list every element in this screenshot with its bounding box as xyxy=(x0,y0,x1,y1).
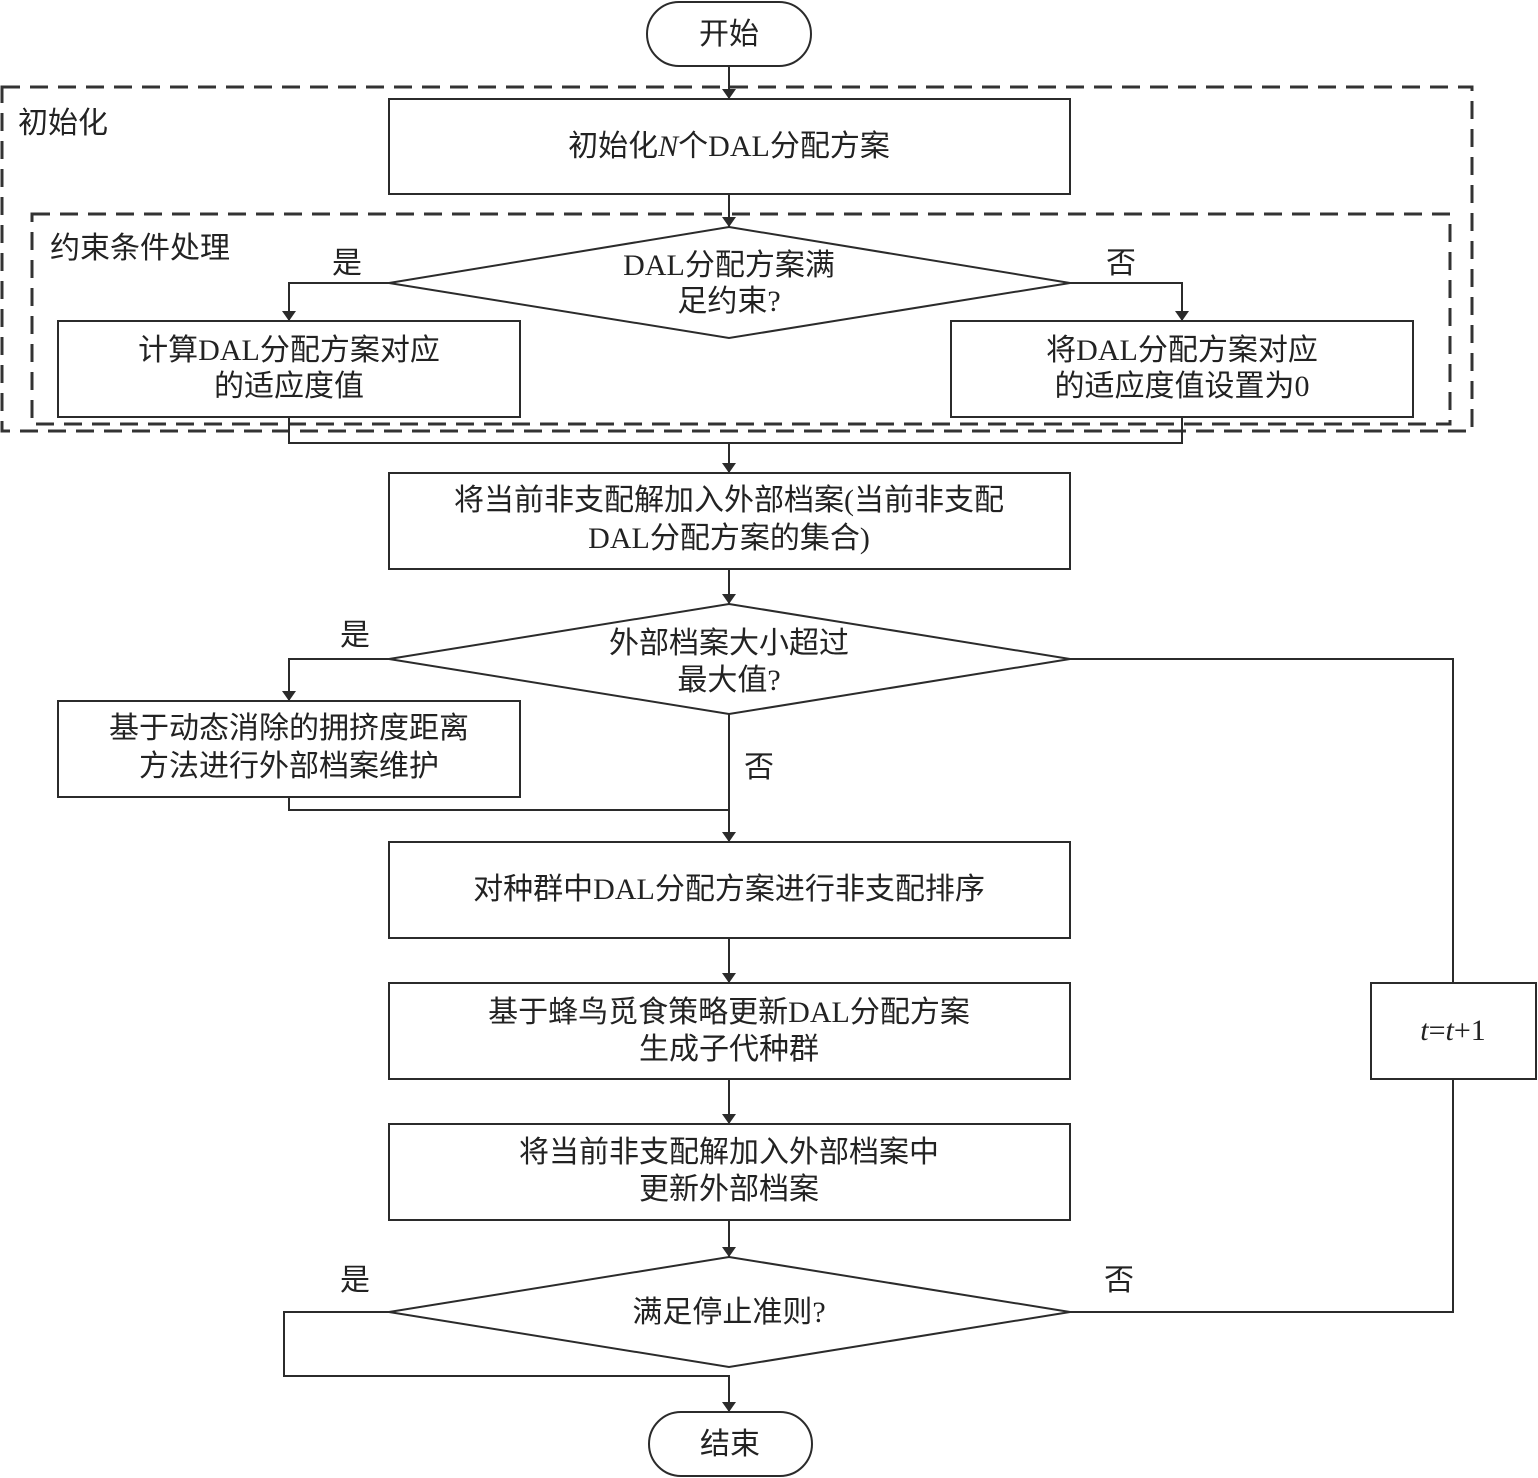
set-zero-line2: 的适应度值设置为0 xyxy=(1055,370,1310,403)
calc-fitness-line2: 的适应度值 xyxy=(214,370,364,403)
edge-size-yes xyxy=(282,658,389,701)
add-update-box xyxy=(388,1123,1071,1221)
add-update-line1: 将当前非支配解加入外部档案中 xyxy=(519,1136,939,1169)
end-terminal xyxy=(648,1411,813,1477)
constraint-decision-line1: DAL分配方案满 xyxy=(623,249,835,282)
add-update-line2: 更新外部档案 xyxy=(639,1173,819,1206)
size-decision-line2: 最大值? xyxy=(677,664,780,697)
edge-merge-left xyxy=(288,417,1183,444)
add-archive-line1: 将当前非支配解加入外部档案(当前非支配 xyxy=(454,484,1004,517)
set-zero-box xyxy=(950,320,1414,418)
increment-box xyxy=(1370,982,1537,1080)
add-archive-line2: DAL分配方案的集合) xyxy=(588,522,870,555)
maintain-line2: 方法进行外部档案维护 xyxy=(139,750,439,783)
stop-decision-text: 满足停止准则? xyxy=(632,1296,825,1329)
constraint-decision xyxy=(388,225,1071,340)
stop-yes-label: 是 xyxy=(340,1264,370,1297)
edge-increment-loop xyxy=(1070,658,1454,983)
set-zero-line1: 将DAL分配方案对应 xyxy=(1046,334,1318,367)
maintain-box xyxy=(57,700,521,798)
constraint-no-label: 否 xyxy=(1106,247,1136,280)
update-line1: 基于蜂鸟觅食策略更新DAL分配方案 xyxy=(488,996,970,1029)
maintain-line1: 基于动态消除的拥挤度距离 xyxy=(109,712,469,745)
update-line2: 生成子代种群 xyxy=(639,1033,819,1066)
init-n-box xyxy=(388,98,1071,195)
init-group-label: 初始化 xyxy=(18,107,108,140)
edge-constraint-no xyxy=(1070,282,1189,321)
calc-fitness-box xyxy=(57,320,521,418)
size-yes-label: 是 xyxy=(340,619,370,652)
sort-box xyxy=(388,841,1071,939)
constraint-decision-line2: 足约束? xyxy=(677,285,780,318)
constraint-group-label: 约束条件处理 xyxy=(50,232,230,265)
edge-stop-no xyxy=(1070,1079,1454,1313)
edge-constraint-yes xyxy=(282,282,389,321)
calc-fitness-line1: 计算DAL分配方案对应 xyxy=(138,334,440,367)
stop-decision xyxy=(388,1255,1071,1369)
edge-maintain-merge xyxy=(288,797,729,811)
constraint-yes-label: 是 xyxy=(332,247,362,280)
init-group-frame xyxy=(0,85,1474,433)
start-label: 开始 xyxy=(699,18,759,51)
stop-no-label: 否 xyxy=(1104,1264,1134,1297)
increment-text: t=t+1 xyxy=(1420,1014,1486,1047)
edge-stop-yes xyxy=(283,1311,736,1412)
size-decision-line1: 外部档案大小超过 xyxy=(609,627,849,660)
sort-line1: 对种群中DAL分配方案进行非支配排序 xyxy=(473,873,985,906)
end-label: 结束 xyxy=(700,1428,760,1461)
constraint-group-frame xyxy=(30,212,1452,426)
size-no-label: 否 xyxy=(744,751,774,784)
init-n-text: 初始化N个DAL分配方案 xyxy=(568,130,890,163)
